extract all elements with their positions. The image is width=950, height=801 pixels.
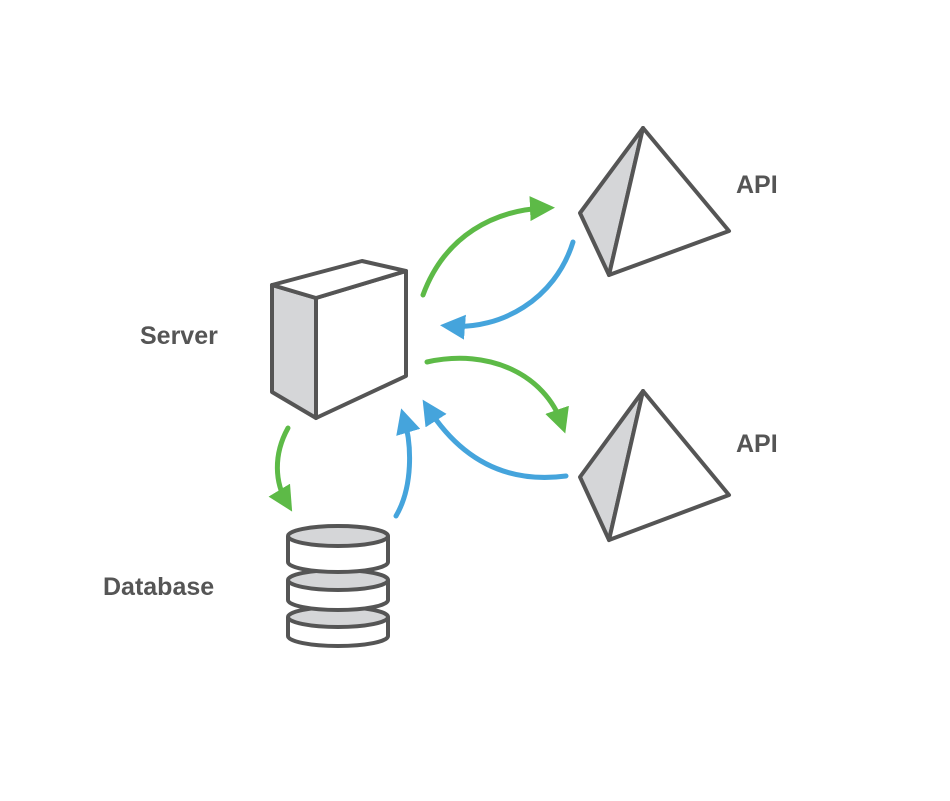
api-top-pyramid-icon [578, 126, 731, 277]
arrow-server-to-api-bottom [424, 355, 569, 434]
arrow-database-to-server [393, 408, 421, 519]
arrow-server-to-api-top [420, 196, 555, 298]
server-icon [270, 259, 408, 420]
server-label: Server [140, 322, 218, 350]
arrow-server-to-database [268, 425, 293, 512]
database-label: Database [103, 573, 215, 601]
api-top-label: API [736, 171, 778, 199]
api-bottom-label: API [736, 430, 778, 458]
arrow-api-bottom-to-server [422, 399, 569, 480]
api-bottom-pyramid-icon [578, 389, 731, 542]
database-icon [286, 524, 390, 648]
arrow-api-top-to-server [440, 239, 576, 340]
